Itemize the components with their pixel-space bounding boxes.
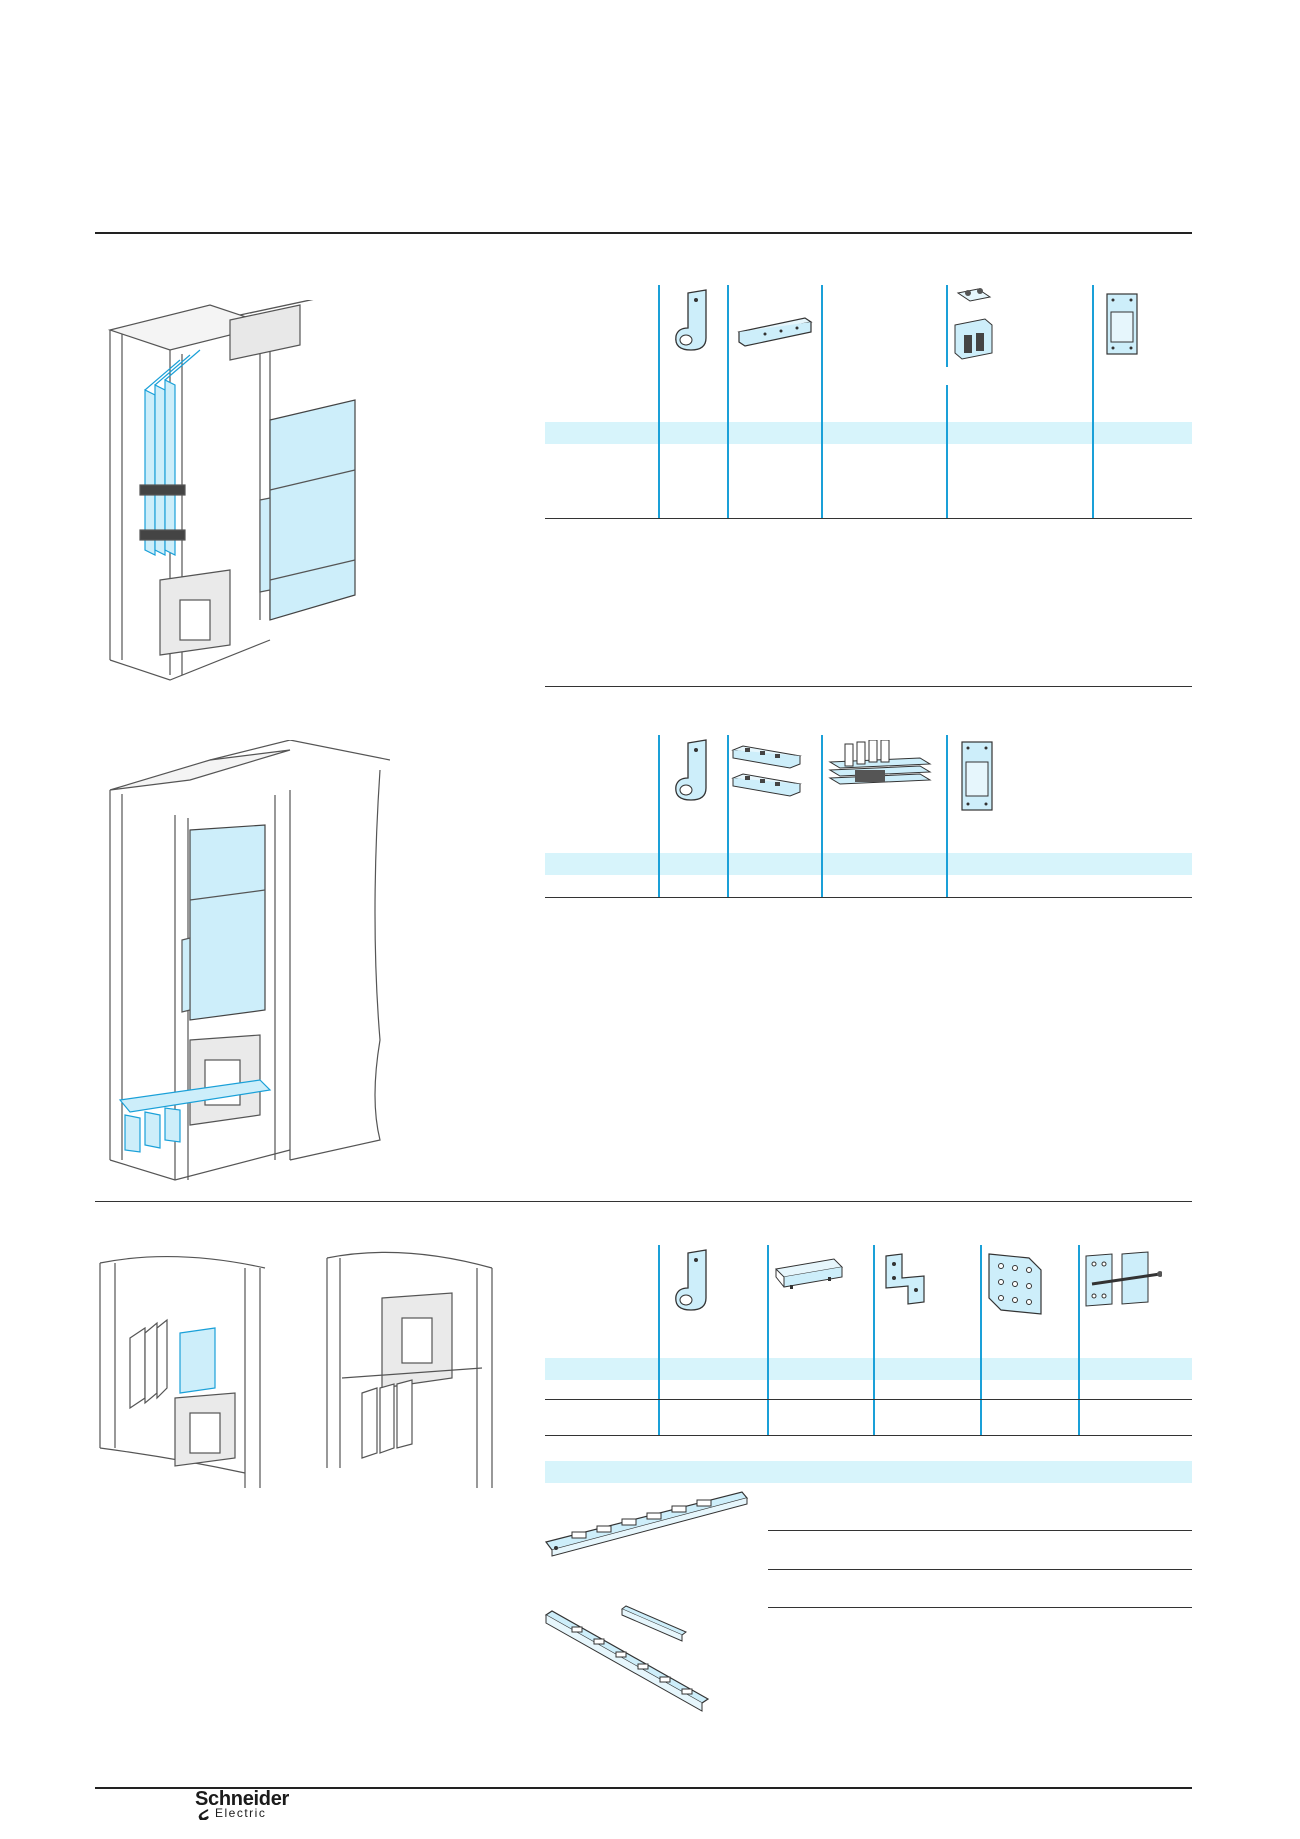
column-divider xyxy=(946,385,948,518)
cubicle-assembly-illustration xyxy=(326,1251,493,1488)
table-rule xyxy=(768,1569,1192,1570)
column-divider xyxy=(1078,1245,1080,1435)
column-divider xyxy=(946,735,948,898)
column-divider xyxy=(658,285,660,518)
table-rule xyxy=(545,1399,1192,1400)
cubicle-assembly-illustration xyxy=(109,740,390,1181)
schneider-electric-logo: Schneider Electric xyxy=(195,1788,315,1822)
table-rule xyxy=(545,897,1192,898)
drilled-plate-icon xyxy=(988,1253,1042,1315)
footer-rule xyxy=(95,1787,1192,1789)
table-rule xyxy=(545,1435,1192,1436)
column-divider xyxy=(821,735,823,898)
busbar-comb-icon xyxy=(828,740,932,785)
mounting-plate-icon xyxy=(1106,293,1138,355)
column-divider xyxy=(727,285,729,518)
table-rule xyxy=(545,518,1192,519)
j-connector-icon xyxy=(675,739,707,801)
bar-cover-icon xyxy=(774,1258,844,1289)
table-header-band xyxy=(545,1358,1192,1380)
table-header-band xyxy=(545,1461,1192,1483)
logo-wordmark: Schneider xyxy=(195,1788,289,1810)
busbar-comb-icon xyxy=(731,745,802,797)
j-connector-icon xyxy=(675,1249,707,1311)
column-divider xyxy=(873,1245,875,1435)
mounting-plate-icon xyxy=(961,741,993,811)
section-rule xyxy=(95,1201,1192,1202)
logo-wordmark-sub: Electric xyxy=(215,1806,267,1820)
section-rule xyxy=(545,686,1192,687)
support-rail-icon xyxy=(544,1605,710,1712)
column-divider xyxy=(658,1245,660,1435)
angle-bracket-icon xyxy=(885,1253,925,1305)
cubicle-assembly-illustration xyxy=(107,300,356,681)
column-divider xyxy=(767,1245,769,1435)
flat-link-icon xyxy=(737,317,813,347)
j-connector-icon xyxy=(675,289,707,351)
bolted-plate-icon xyxy=(1085,1251,1162,1307)
column-divider xyxy=(980,1245,982,1435)
column-divider xyxy=(1092,285,1094,518)
cubicle-assembly-illustration xyxy=(99,1256,266,1488)
column-divider xyxy=(658,735,660,898)
table-rule xyxy=(768,1607,1192,1608)
column-divider xyxy=(946,285,948,367)
table-rule xyxy=(768,1530,1192,1531)
logo-mark-icon xyxy=(198,1809,209,1820)
column-divider xyxy=(821,285,823,518)
column-divider xyxy=(727,735,729,898)
support-rail-icon xyxy=(544,1491,749,1557)
header-rule xyxy=(95,232,1192,234)
table-header-band xyxy=(545,422,1192,444)
terminal-block-icon xyxy=(954,288,993,360)
table-header-band xyxy=(545,853,1192,875)
